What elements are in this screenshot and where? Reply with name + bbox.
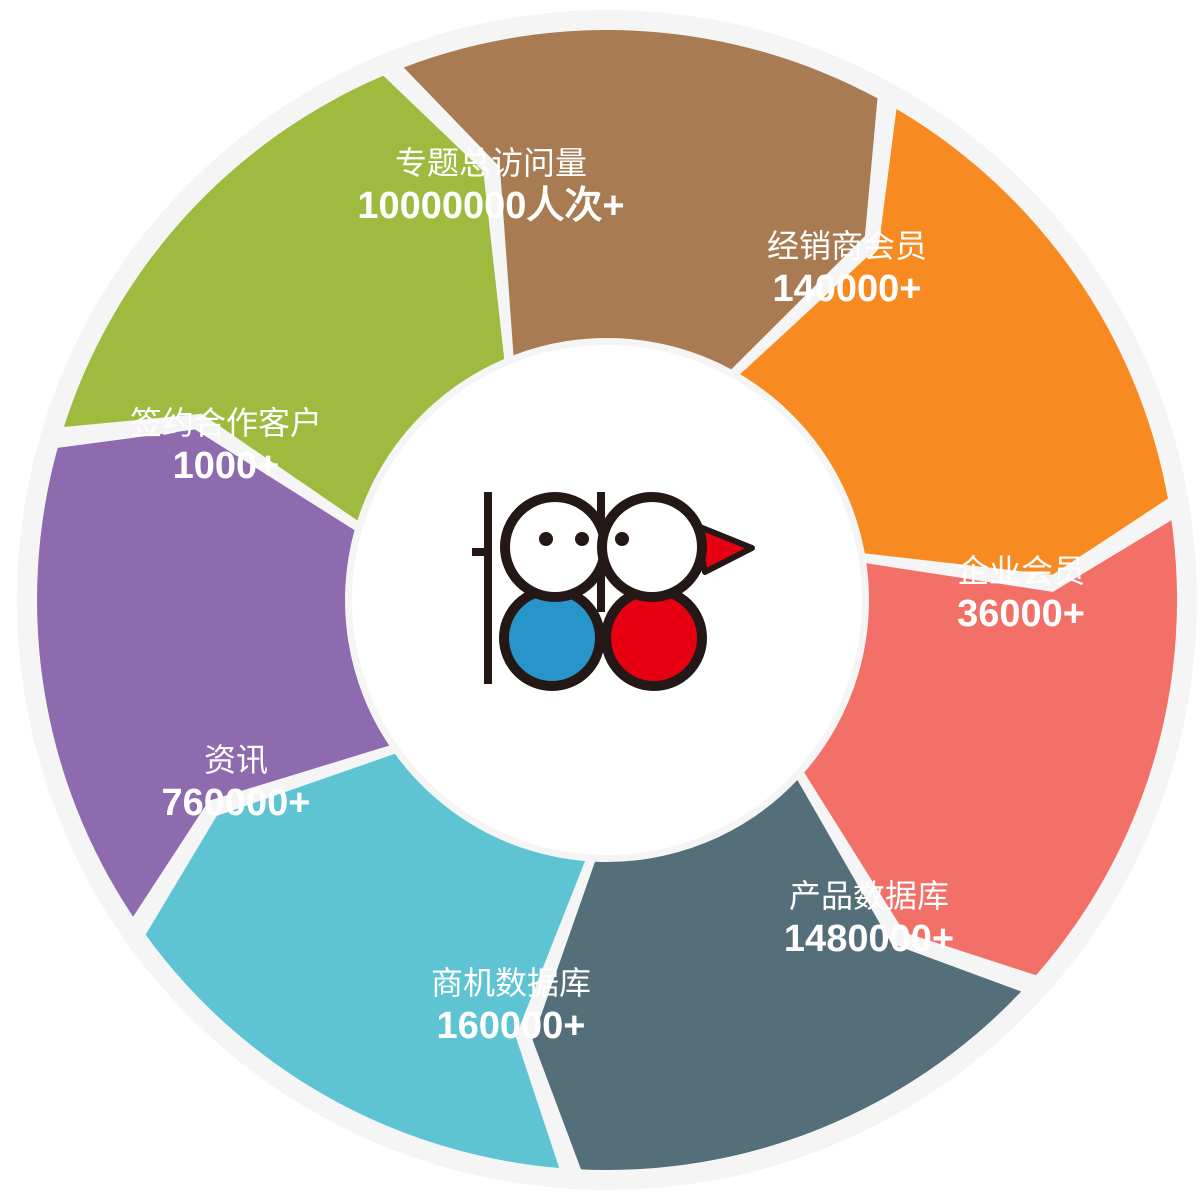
label-product-db-value: 1480000+ <box>783 918 955 960</box>
logo-left-bar-tick <box>472 548 492 556</box>
label-dealer-members: 经销商会员 140000+ <box>677 226 1017 314</box>
logo-left-eye <box>500 492 610 602</box>
label-clients: 签约合作客户 1000+ <box>56 403 396 491</box>
logo-right-eye <box>597 492 707 602</box>
label-news-value: 760000+ <box>161 782 311 824</box>
bird-eyes-logo-icon <box>472 492 755 691</box>
logo-pupil-3 <box>615 532 629 546</box>
logo-left-bar <box>484 492 492 684</box>
segment-enterprise <box>804 520 1178 976</box>
label-clients-title: 签约合作客户 <box>129 404 322 442</box>
label-news: 资讯 760000+ <box>66 740 406 828</box>
label-enterprise-value: 36000+ <box>957 593 1085 635</box>
label-product-db-title: 产品数据库 <box>788 877 949 915</box>
logo-blue-circle <box>499 585 605 691</box>
label-product-db: 产品数据库 1480000+ <box>699 876 1039 964</box>
logo-pupil-1 <box>539 532 553 546</box>
label-news-title: 资讯 <box>203 741 268 779</box>
label-business-db-title: 商机数据库 <box>430 964 591 1002</box>
label-business-db-value: 160000+ <box>436 1005 586 1047</box>
logo-red-circle <box>601 585 707 691</box>
label-dealer-members-title: 经销商会员 <box>766 227 927 265</box>
label-dealer-members-value: 140000+ <box>772 268 922 310</box>
segment-topic-visits <box>403 30 878 370</box>
segment-clients <box>63 75 505 521</box>
center-circle <box>352 345 862 855</box>
label-topic-visits-value: 10000000人次+ <box>357 185 625 227</box>
segments-group <box>37 30 1178 1170</box>
label-business-db: 商机数据库 160000+ <box>341 963 681 1051</box>
segment-product-db <box>532 780 1022 1170</box>
logo-pupil-2 <box>575 532 589 546</box>
label-topic-visits-title: 专题总访问量 <box>394 144 587 182</box>
segment-dealer-members <box>740 109 1168 575</box>
segment-news <box>37 429 390 917</box>
label-enterprise: 企业会员 36000+ <box>851 551 1191 639</box>
segment-business-db <box>145 753 585 1168</box>
label-enterprise-title: 企业会员 <box>956 552 1085 590</box>
label-topic-visits: 专题总访问量 10000000人次+ <box>321 143 661 231</box>
label-clients-value: 1000+ <box>172 445 280 487</box>
